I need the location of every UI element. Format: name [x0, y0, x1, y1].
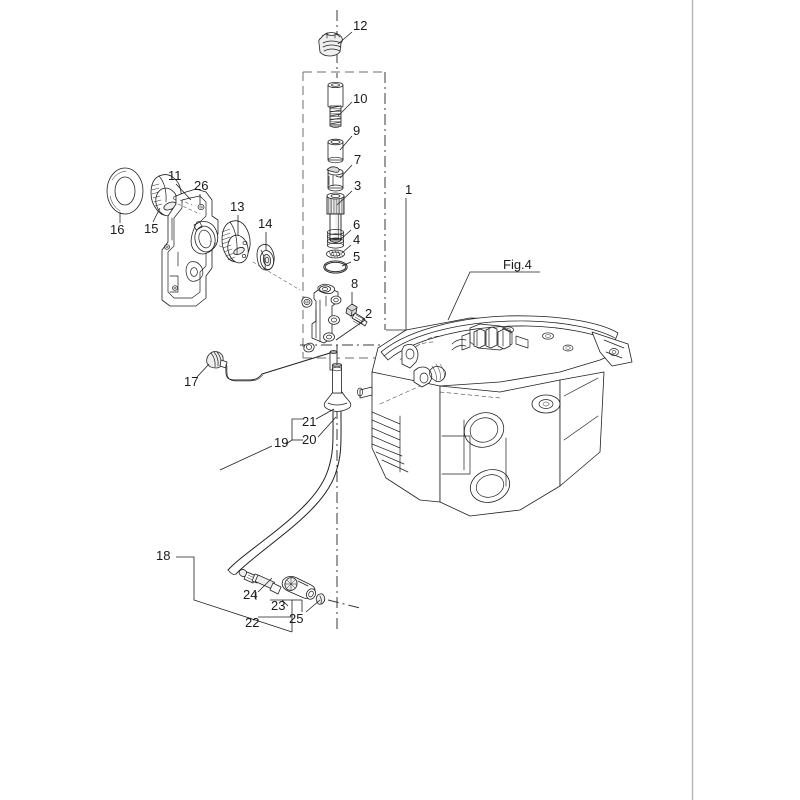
- callout-4: 4: [353, 232, 361, 247]
- part-4-washer: [326, 249, 345, 259]
- callout-2: 2: [365, 306, 373, 321]
- part-19-control-cable: [227, 411, 342, 575]
- leader-lines: [119, 31, 540, 633]
- part-16-seal-ring: [106, 167, 144, 215]
- callout-25: 25: [289, 611, 304, 626]
- callout-7: 7: [354, 152, 362, 167]
- callout-5: 5: [353, 249, 361, 264]
- callout-10: 10: [353, 91, 368, 106]
- part-14-bearing: [256, 244, 275, 271]
- callout-19: 19: [274, 435, 289, 450]
- part-12-cap-nut: [318, 32, 343, 57]
- part-10-plunger-screw: [327, 82, 344, 128]
- part-24-cable-end-fitting: [238, 569, 282, 595]
- part-23-cable-coupler: [281, 576, 317, 600]
- part-13-gear: [221, 220, 251, 264]
- callout-20: 20: [302, 432, 317, 447]
- callout-24: 24: [243, 587, 258, 602]
- callout-22: 22: [245, 615, 260, 630]
- callout-13: 13: [230, 199, 245, 214]
- part-2-valve-body: [301, 283, 342, 371]
- callout-15: 15: [144, 221, 159, 236]
- part-8-bolt: [345, 303, 368, 327]
- part-6-compression-spring: [327, 229, 344, 249]
- callout-12: 12: [353, 18, 368, 33]
- housing-cylinder-bores: [441, 412, 511, 503]
- part-3-knurled-shaft: [326, 192, 345, 243]
- callout-14: 14: [258, 216, 273, 231]
- callout-21: 21: [302, 414, 317, 429]
- part-25-retaining-clip: [315, 593, 361, 609]
- engine-housing: [357, 315, 633, 517]
- callout-11: 11: [168, 168, 182, 183]
- part-26-cover-plate: [161, 188, 219, 307]
- part-21-cable-boot: [323, 362, 352, 412]
- callout-1: 1: [405, 182, 413, 197]
- callout-18: 18: [156, 548, 171, 563]
- callout-9: 9: [353, 123, 361, 138]
- callout-6: 6: [353, 217, 361, 232]
- figure-reference-label: Fig.4: [503, 257, 532, 272]
- part-7-collar-clip: [326, 166, 344, 192]
- part-17-link-rod: [206, 351, 331, 382]
- callout-3: 3: [354, 178, 362, 193]
- callout-17: 17: [184, 374, 199, 389]
- part-9-spacer-sleeve: [327, 138, 344, 164]
- callout-23: 23: [271, 598, 286, 613]
- callout-16: 16: [110, 222, 125, 237]
- housing-valve-detail: [451, 323, 529, 351]
- callout-26: 26: [194, 178, 209, 193]
- part-5-o-ring: [323, 260, 348, 274]
- callout-8: 8: [351, 276, 359, 291]
